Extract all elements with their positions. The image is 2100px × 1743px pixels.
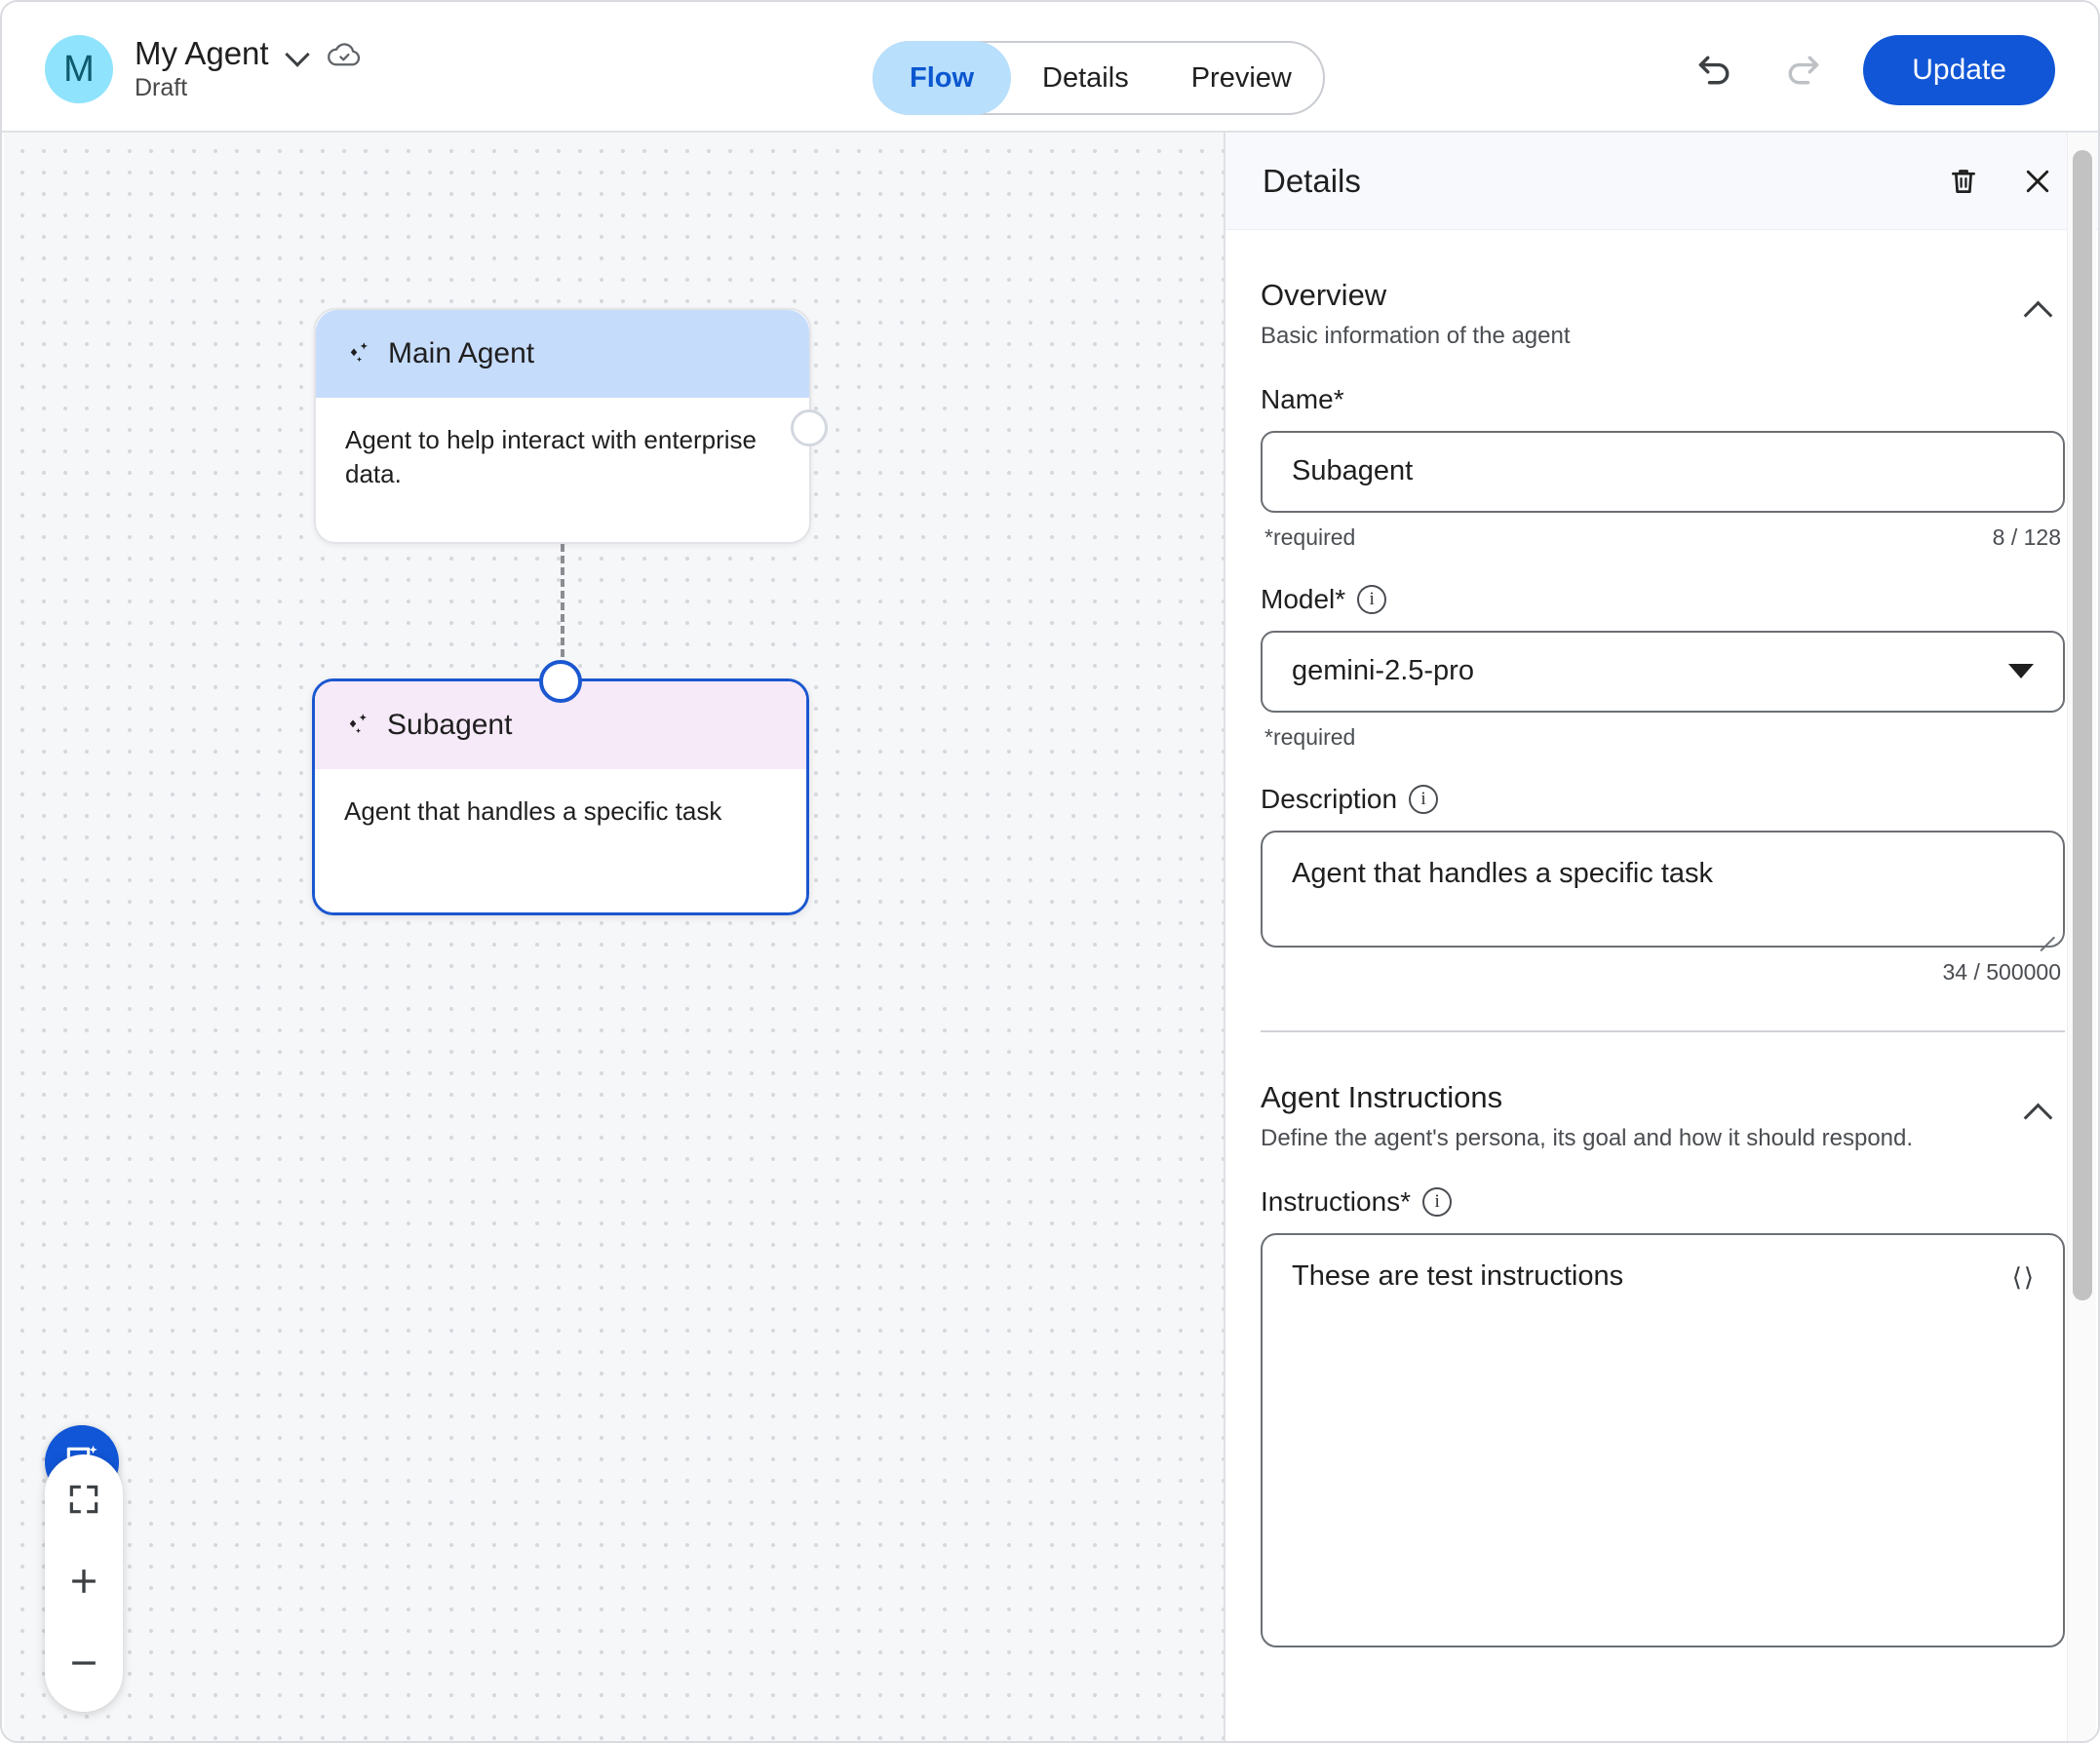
redo-icon[interactable] bbox=[1775, 43, 1830, 97]
flow-node-subagent[interactable]: Subagent Agent that handles a specific t… bbox=[312, 660, 809, 915]
node-header: Subagent bbox=[315, 681, 806, 769]
chevron-up-icon[interactable] bbox=[2022, 294, 2055, 328]
page-title: My Agent bbox=[135, 34, 269, 71]
model-field-group: Model* i gemini-2.5-pro *required bbox=[1261, 584, 2065, 751]
overview-description: Basic information of the agent bbox=[1261, 322, 1571, 349]
info-icon[interactable]: i bbox=[1422, 1186, 1453, 1217]
update-button[interactable]: Update bbox=[1863, 35, 2055, 105]
flow-node-main-agent[interactable]: Main Agent Agent to help interact with e… bbox=[314, 308, 828, 544]
chevron-up-icon[interactable] bbox=[2022, 1097, 2055, 1130]
details-panel-header: Details bbox=[1225, 133, 2098, 230]
name-label: Name* bbox=[1261, 384, 2065, 415]
node-description: Agent to help interact with enterprise d… bbox=[345, 425, 758, 488]
zoom-controls bbox=[45, 1454, 123, 1712]
name-field-group: Name* Subagent *required 8 / 128 bbox=[1261, 384, 2065, 551]
tab-details[interactable]: Details bbox=[1042, 61, 1129, 94]
sparkle-diamond-icon bbox=[345, 339, 374, 368]
close-icon[interactable] bbox=[2012, 156, 2063, 207]
undo-icon[interactable] bbox=[1688, 43, 1742, 97]
flow-canvas[interactable]: Main Agent Agent to help interact with e… bbox=[4, 133, 1224, 1741]
overview-section-header: Overview Basic information of the agent bbox=[1261, 230, 2065, 351]
name-label-text: Name* bbox=[1261, 383, 1344, 414]
trash-icon[interactable] bbox=[1938, 156, 1989, 207]
agent-brand: M My Agent Draft bbox=[45, 35, 363, 103]
app-header: M My Agent Draft Flow Details Pr bbox=[2, 2, 2098, 133]
model-select[interactable]: gemini-2.5-pro bbox=[1261, 630, 2065, 713]
description-field-group: Description i Agent that handles a speci… bbox=[1261, 784, 2065, 986]
node-title: Subagent bbox=[387, 709, 513, 741]
node-output-port[interactable] bbox=[791, 409, 828, 446]
node-title: Main Agent bbox=[388, 337, 535, 369]
instructions-section-header: Agent Instructions Define the agent's pe… bbox=[1261, 1032, 2065, 1153]
status-badge: Draft bbox=[135, 74, 188, 102]
chevron-down-icon[interactable] bbox=[285, 41, 310, 66]
name-required-hint: *required bbox=[1264, 523, 1356, 550]
cloud-saved-icon bbox=[326, 39, 363, 68]
panel-scrollbar-track[interactable] bbox=[2067, 133, 2096, 1741]
model-select-value: gemini-2.5-pro bbox=[1292, 655, 1474, 687]
section-divider bbox=[1261, 1029, 2065, 1032]
model-label: Model* i bbox=[1261, 584, 2065, 615]
node-connector-edge bbox=[561, 544, 564, 680]
name-counter: 8 / 128 bbox=[1992, 523, 2061, 550]
tab-preview[interactable]: Preview bbox=[1190, 61, 1292, 94]
node-header: Main Agent bbox=[316, 310, 809, 398]
instructions-section-description: Define the agent's persona, its goal and… bbox=[1261, 1124, 1914, 1151]
model-label-text: Model* bbox=[1261, 583, 1346, 614]
description-textarea-value: Agent that handles a specific task bbox=[1292, 857, 1714, 889]
name-input[interactable]: Subagent bbox=[1261, 430, 2065, 513]
tab-flow[interactable]: Flow bbox=[873, 41, 1012, 115]
minus-icon[interactable] bbox=[57, 1636, 111, 1690]
instructions-label: Instructions* i bbox=[1261, 1186, 2065, 1218]
fit-screen-icon[interactable] bbox=[57, 1472, 111, 1527]
node-input-port[interactable] bbox=[539, 660, 582, 703]
description-counter: 34 / 500000 bbox=[1942, 958, 2061, 985]
header-actions: Update bbox=[1688, 35, 2055, 105]
model-required-hint: *required bbox=[1264, 723, 1356, 750]
code-brackets-icon[interactable]: ⟨⟩ bbox=[2011, 1261, 2036, 1292]
plus-icon[interactable] bbox=[57, 1554, 111, 1608]
panel-scrollbar-thumb[interactable] bbox=[2073, 150, 2092, 1300]
instructions-textarea-value: These are test instructions bbox=[1292, 1259, 1624, 1292]
resize-handle[interactable] bbox=[2036, 918, 2057, 940]
avatar: M bbox=[45, 35, 113, 103]
node-description: Agent that handles a specific task bbox=[344, 796, 722, 826]
info-icon[interactable]: i bbox=[1357, 584, 1387, 614]
description-textarea[interactable]: Agent that handles a specific task bbox=[1261, 830, 2065, 948]
details-panel-title: Details bbox=[1263, 162, 1361, 199]
details-panel-body: Overview Basic information of the agent … bbox=[1225, 230, 2098, 1741]
caret-down-icon bbox=[2008, 664, 2034, 679]
instructions-section-title: Agent Instructions bbox=[1261, 1079, 1503, 1114]
sparkle-diamond-icon bbox=[344, 711, 373, 740]
overview-title: Overview bbox=[1261, 278, 1387, 312]
details-panel: Details Overview Basic inf bbox=[1224, 133, 2098, 1741]
view-tabs: Flow Details Preview bbox=[873, 41, 1325, 115]
info-icon[interactable]: i bbox=[1409, 784, 1439, 814]
instructions-label-text: Instructions* bbox=[1261, 1185, 1412, 1217]
instructions-textarea[interactable]: These are test instructions ⟨⟩ bbox=[1261, 1232, 2065, 1647]
instructions-field-group: Instructions* i These are test instructi… bbox=[1261, 1186, 2065, 1647]
description-label-text: Description bbox=[1261, 783, 1398, 814]
description-label: Description i bbox=[1261, 784, 2065, 815]
